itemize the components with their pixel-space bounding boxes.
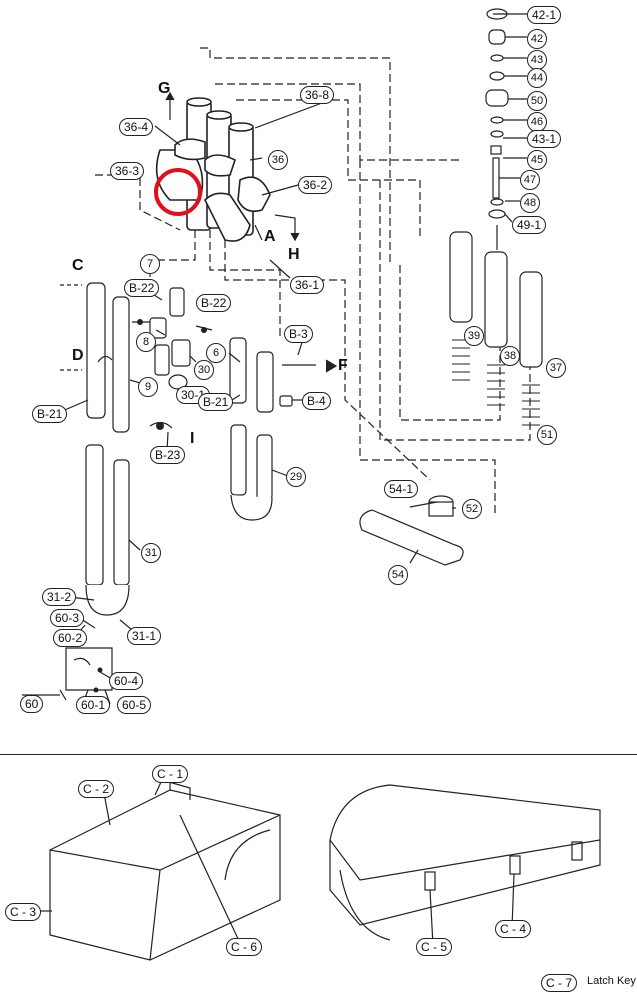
part-label-c-4: C - 4 [495, 920, 532, 938]
letter-f: F [338, 357, 348, 374]
part-label-36-3: 36-3 [110, 162, 145, 180]
part-label-46: 46 [527, 112, 547, 132]
latch-key-caption: Latch Key [587, 975, 636, 987]
part-label-c-7: C - 7 [541, 974, 578, 992]
part-label-37: 37 [546, 358, 566, 378]
part-label-c-3: C - 3 [5, 903, 42, 921]
part-label-43: 43 [527, 50, 547, 70]
part-label-b-21-mid: B-21 [198, 393, 234, 411]
part-label-44: 44 [527, 68, 547, 88]
part-label-b-4: B-4 [302, 392, 331, 410]
part-label-60-4: 60-4 [109, 672, 144, 690]
part-label-60-1: 60-1 [76, 696, 111, 714]
part-label-42: 42 [527, 29, 547, 49]
part-label-c-2: C - 2 [78, 780, 115, 798]
letter-d: D [72, 347, 84, 364]
part-label-b-21-left: B-21 [32, 405, 68, 423]
part-label-47: 47 [520, 170, 540, 190]
part-label-60-5: 60-5 [117, 696, 152, 714]
part-label-7: 7 [140, 254, 160, 274]
part-label-b-22-right: B-22 [196, 294, 232, 312]
part-label-31: 31 [141, 543, 161, 563]
part-label-54: 54 [388, 565, 408, 585]
part-label-39: 39 [464, 326, 484, 346]
part-label-36-2: 36-2 [298, 176, 333, 194]
part-label-b-23: B-23 [150, 446, 186, 464]
letter-c: C [72, 257, 84, 274]
letter-a: A [264, 228, 276, 245]
part-label-c-1: C - 1 [152, 765, 189, 783]
highlight-ring [154, 168, 202, 216]
letter-g: G [158, 80, 171, 97]
part-label-42-1: 42-1 [527, 6, 562, 24]
letter-i: I [190, 430, 195, 447]
part-label-6: 6 [206, 343, 226, 363]
part-label-36-1: 36-1 [290, 276, 325, 294]
part-label-38: 38 [500, 346, 520, 366]
part-label-60-2: 60-2 [53, 629, 88, 647]
letter-h: H [288, 246, 300, 263]
part-label-45: 45 [527, 150, 547, 170]
part-label-8: 8 [136, 332, 156, 352]
part-label-60: 60 [20, 695, 44, 713]
part-label-52: 52 [462, 499, 482, 519]
part-label-48: 48 [520, 193, 540, 213]
part-label-30: 30 [194, 360, 214, 380]
part-label-c-6: C - 6 [226, 938, 263, 956]
part-label-c-5: C - 5 [416, 938, 453, 956]
part-label-43-1: 43-1 [527, 130, 562, 148]
part-label-36: 36 [268, 150, 288, 170]
part-label-9: 9 [138, 377, 158, 397]
part-label-31-2: 31-2 [42, 588, 77, 606]
part-label-31-1: 31-1 [127, 627, 162, 645]
section-divider [0, 754, 637, 755]
part-label-b-22-left: B-22 [124, 279, 160, 297]
part-label-b-3: B-3 [284, 325, 313, 343]
part-label-54-1: 54-1 [384, 480, 419, 498]
part-label-51: 51 [537, 425, 557, 445]
part-label-29: 29 [286, 467, 306, 487]
part-label-50: 50 [527, 91, 547, 111]
part-label-60-3: 60-3 [50, 609, 85, 627]
part-label-36-4: 36-4 [119, 118, 154, 136]
part-label-49-1: 49-1 [512, 216, 547, 234]
part-label-36-8: 36-8 [300, 86, 335, 104]
